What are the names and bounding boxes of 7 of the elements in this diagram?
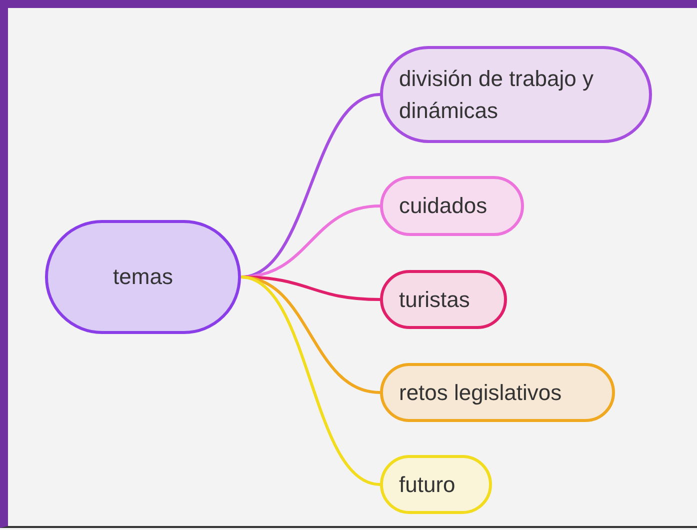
node-label: cuidados	[399, 192, 488, 220]
node-label: retos legislativos	[399, 378, 562, 407]
node-label: futuro	[399, 470, 456, 498]
node-label: turistas	[399, 286, 470, 314]
node-label: división de trabajo y dinámicas	[399, 64, 594, 124]
connector-curve	[240, 276, 380, 486]
node-label: temas	[113, 263, 173, 291]
